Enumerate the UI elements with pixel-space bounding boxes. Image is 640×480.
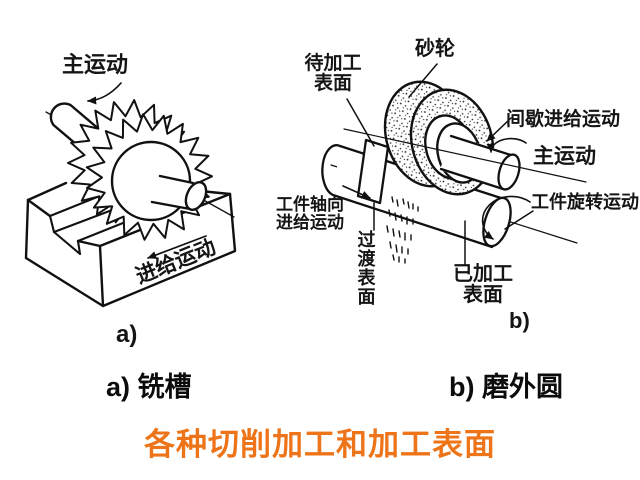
caption-a: a) 铣槽	[106, 372, 192, 402]
label-machined-surface: 已加工 表面	[453, 263, 513, 306]
label-workpiece-rotation-motion: 工件旋转运动	[531, 192, 639, 212]
leader-grinding-wheel	[408, 63, 438, 98]
caption-b: b) 磨外圆	[449, 372, 563, 402]
spindle-end-cap	[497, 153, 521, 191]
label-intermittent-feed-motion: 间歇进给运动	[506, 109, 621, 130]
main-motion-arrow	[87, 82, 122, 105]
spindle-axis-line	[343, 128, 587, 183]
label-transition-surface: 过渡表面	[357, 230, 376, 307]
grinding-diagram	[321, 63, 587, 265]
milling-cutter	[67, 99, 213, 241]
label-grinding-wheel: 砂轮	[415, 38, 455, 60]
feed-motion-arrow	[147, 235, 207, 259]
milling-diagram	[24, 82, 237, 308]
page-title: 各种切削加工和加工表面	[144, 427, 496, 462]
grinding-sparks	[386, 196, 419, 264]
sub-label-b: b)	[509, 308, 530, 333]
label-main-motion-a: 主运动	[62, 52, 129, 77]
leader-surface-to-be-machined	[346, 98, 375, 147]
axial-feed-arrow	[342, 185, 371, 199]
workpiece-rotation-arrow	[481, 195, 531, 240]
leader-workpiece-rotation	[504, 210, 534, 230]
label-surface-to-be-machined: 待加工 表面	[304, 53, 362, 94]
main-motion-rotation-arrow	[486, 137, 527, 153]
label-main-motion-b: 主运动	[533, 145, 596, 168]
workpiece-collar	[356, 138, 390, 205]
label-workpiece-axial-feed: 工件轴向 进给运动	[276, 195, 344, 232]
wheel-spindle	[439, 134, 521, 191]
sub-label-a: a)	[116, 321, 138, 348]
arbor-end	[150, 174, 208, 211]
leader-lines	[346, 63, 534, 265]
milling-workpiece-block	[24, 181, 237, 308]
leader-intermittent-feed	[486, 117, 512, 142]
